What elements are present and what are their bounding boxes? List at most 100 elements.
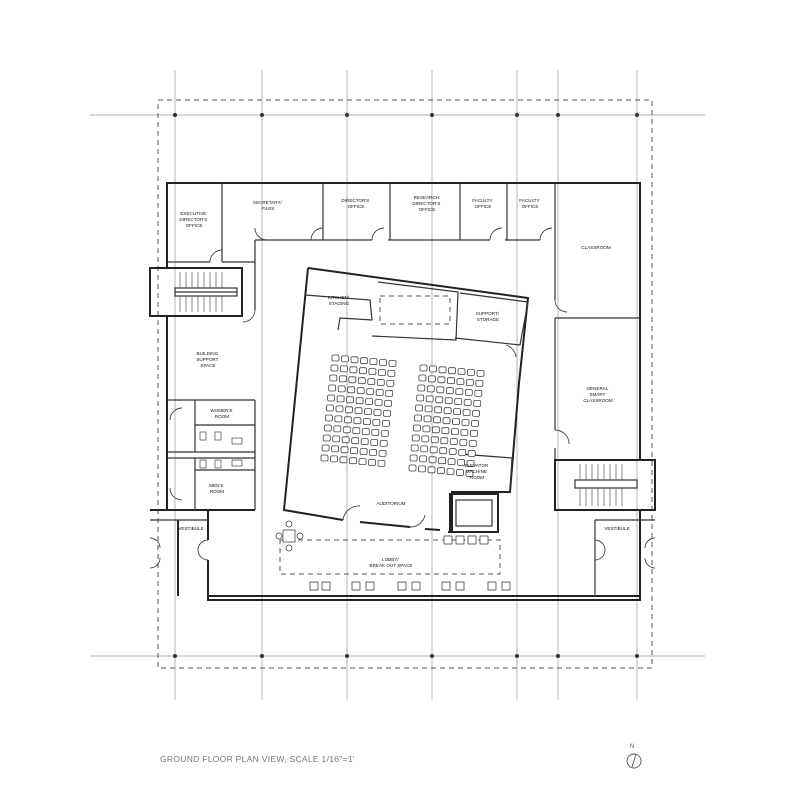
auditorium-seat <box>421 435 430 443</box>
auditorium-seat <box>356 387 365 395</box>
auditorium-seat <box>332 435 341 443</box>
auditorium-seating <box>320 354 485 477</box>
auditorium-seat <box>454 398 463 406</box>
door-swings <box>209 227 570 445</box>
label-building-support: BUILDING SUPPORT SPACE <box>196 351 219 368</box>
auditorium-seat <box>374 399 383 406</box>
auditorium-seat <box>333 425 342 433</box>
auditorium-seat <box>448 367 456 375</box>
auditorium-seat <box>350 356 359 364</box>
label-faculty-office-2: FACULTY OFFICE <box>519 198 541 209</box>
auditorium-seat <box>425 395 434 403</box>
auditorium-seat <box>342 426 351 434</box>
auditorium-seat <box>457 368 466 376</box>
auditorium-seat <box>474 389 483 397</box>
auditorium-seat <box>354 407 363 415</box>
auditorium-seat <box>427 466 436 474</box>
auditorium-seat <box>476 369 485 377</box>
roof-outline <box>157 99 653 669</box>
auditorium-seat <box>386 379 395 387</box>
auditorium-seat <box>446 468 455 476</box>
auditorium-seat <box>358 458 367 466</box>
label-directors-office: DIRECTOR'S OFFICE <box>341 198 370 209</box>
auditorium-seat <box>467 369 475 376</box>
auditorium-seat <box>373 409 382 416</box>
exterior-walls <box>150 182 641 601</box>
auditorium-seat <box>349 457 357 465</box>
auditorium-seat <box>466 459 475 467</box>
auditorium-seat <box>456 378 465 386</box>
auditorium-seat <box>442 417 451 425</box>
auditorium-seat <box>409 454 418 462</box>
auditorium-seat <box>388 359 397 367</box>
auditorium-seat <box>341 355 349 363</box>
auditorium-seat <box>377 369 386 376</box>
label-auditorium: AUDITORIUM <box>376 501 405 506</box>
auditorium-seat <box>411 434 420 442</box>
auditorium-seat <box>326 404 334 412</box>
auditorium-seat <box>450 428 459 436</box>
auditorium-seat <box>440 437 449 445</box>
auditorium-seat <box>464 389 473 396</box>
vestibules <box>149 509 656 596</box>
north-arrow-icon: N <box>626 744 642 769</box>
auditorium-seat <box>416 394 425 402</box>
left-stair <box>149 267 243 317</box>
auditorium-seat <box>385 389 394 397</box>
auditorium-seat <box>348 376 357 384</box>
auditorium-seat <box>367 378 376 386</box>
auditorium-seat <box>418 465 426 473</box>
label-mens-room: MEN'S ROOM <box>209 483 224 494</box>
auditorium-seat <box>375 389 384 396</box>
auditorium-seat <box>381 419 390 427</box>
auditorium-seat <box>437 376 446 384</box>
label-classroom: CLASSROOM <box>581 245 611 250</box>
label-vestibule-right: VESTIBULE <box>604 526 629 531</box>
auditorium-seat <box>378 449 387 457</box>
auditorium-seat <box>438 366 447 374</box>
auditorium-seat <box>465 379 474 386</box>
auditorium-seat <box>431 426 440 434</box>
auditorium-seat <box>423 415 432 423</box>
auditorium-seat <box>420 445 429 453</box>
auditorium-seat <box>433 416 441 424</box>
auditorium-seat <box>467 449 476 457</box>
auditorium-seat <box>461 419 470 426</box>
auditorium-seat <box>465 469 474 477</box>
label-lobby: LOBBY/ BREAK OUT SPACE <box>370 557 413 568</box>
label-vestibule-left: VESTIBULE <box>178 526 203 531</box>
auditorium-seat <box>322 434 331 442</box>
auditorium-seat <box>360 438 369 446</box>
auditorium-seat <box>362 418 371 426</box>
structural-grid <box>90 70 705 700</box>
label-secretary: SECRETARY/ FILES <box>253 200 283 211</box>
auditorium-seat <box>351 437 360 445</box>
auditorium-seat <box>339 456 348 464</box>
auditorium-seat <box>353 417 362 425</box>
auditorium-seat <box>380 429 389 437</box>
lobby-furniture <box>275 520 511 591</box>
label-faculty-office-1: FACULTY OFFICE <box>472 198 494 209</box>
auditorium-seat <box>422 425 431 433</box>
auditorium-seat <box>370 439 379 446</box>
auditorium-seat <box>330 455 338 463</box>
auditorium-seat <box>457 459 466 466</box>
auditorium-seat <box>327 394 336 402</box>
auditorium-seat <box>321 444 330 452</box>
auditorium-seat <box>360 357 368 365</box>
auditorium-seat <box>331 354 340 362</box>
auditorium-seat <box>359 448 368 456</box>
auditorium-seat <box>430 436 439 444</box>
auditorium-seat <box>349 366 358 374</box>
auditorium-seat <box>418 374 427 382</box>
auditorium-seat <box>361 428 370 436</box>
auditorium-seat <box>435 396 444 404</box>
auditorium-seat <box>443 407 452 415</box>
auditorium-seat <box>347 386 356 394</box>
auditorium-seat <box>383 409 391 417</box>
auditorium-seat <box>448 448 457 456</box>
auditorium-seat <box>417 384 426 392</box>
column-markers <box>173 113 639 658</box>
auditorium-seat <box>343 416 352 424</box>
